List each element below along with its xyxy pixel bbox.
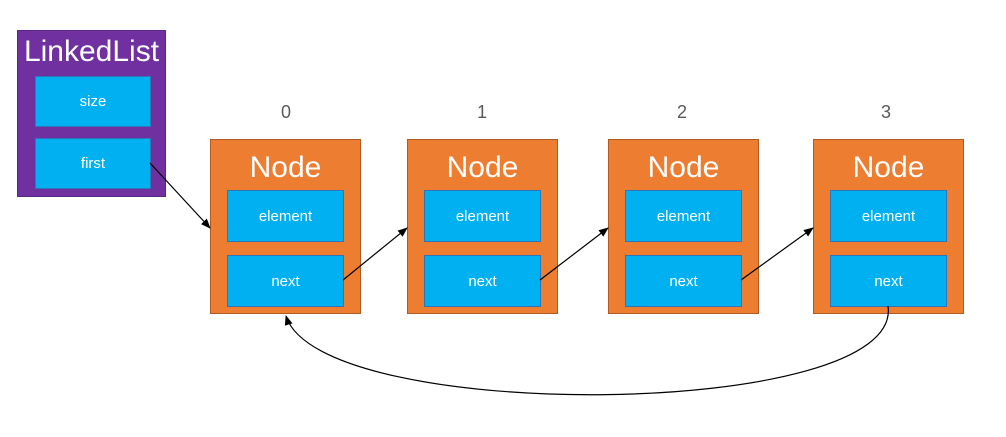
node-title: Node — [647, 151, 720, 184]
next-field: next — [227, 255, 344, 307]
next-field: next — [830, 255, 947, 307]
node-title: Node — [249, 151, 322, 184]
size-field: size — [35, 76, 151, 127]
node-index-3: 3 — [880, 102, 891, 122]
element-field: element — [625, 190, 742, 242]
element-field: element — [424, 190, 541, 242]
node1-to-node2-arrow — [539, 227, 609, 281]
node-0: Node element next — [210, 139, 361, 314]
node0-to-node1-arrow — [342, 227, 408, 281]
element-field: element — [227, 190, 344, 242]
node-1: Node element next — [407, 139, 558, 314]
node-title: Node — [852, 151, 925, 184]
next-field: next — [625, 255, 742, 307]
node3-to-node0-curved-arrow — [284, 305, 889, 396]
node-3: Node element next — [813, 139, 964, 314]
node-index-1: 1 — [476, 102, 487, 122]
node2-to-node3-arrow — [740, 227, 814, 281]
element-field: element — [830, 190, 947, 242]
node-2: Node element next — [608, 139, 759, 314]
node-index-0: 0 — [280, 102, 291, 122]
linkedlist-box: LinkedList size first — [17, 30, 166, 197]
first-field: first — [35, 138, 151, 189]
first-to-node0-arrow — [149, 162, 211, 229]
linkedlist-title: LinkedList — [23, 35, 160, 68]
node-index-2: 2 — [676, 102, 687, 122]
next-field: next — [424, 255, 541, 307]
node-title: Node — [446, 151, 519, 184]
